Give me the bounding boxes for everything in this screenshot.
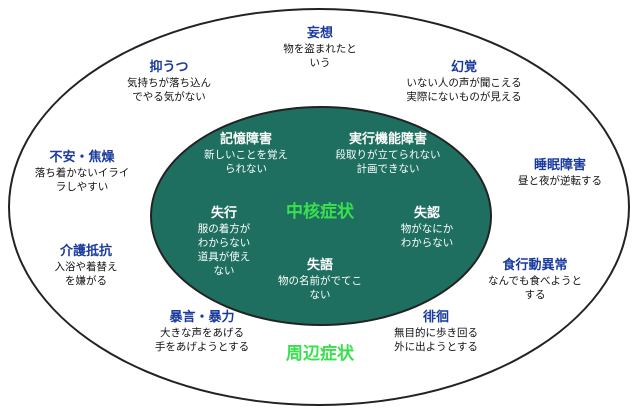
peripheral-symptom-desc: ラしやすい	[55, 181, 109, 193]
core-symptom-desc: 計画できない	[356, 163, 420, 175]
peripheral-symptom-depression: 抑うつ 気持ちが落ち込ん でやる気がない	[108, 60, 230, 104]
peripheral-symptom-desc: 大きな声をあげる	[160, 327, 244, 339]
core-symptom-desc: わからない	[400, 237, 454, 249]
core-symptom-title: 記憶障害	[219, 132, 272, 147]
peripheral-symptom-hallucination: 幻覚 いない人の声が聞こえる 実際にないものが見える	[388, 60, 540, 104]
peripheral-symptom-title: 妄想	[306, 26, 333, 41]
peripheral-symptom-wandering: 徘徊 無目的に歩き回る 外に出ようとする	[374, 310, 498, 354]
core-symptom-desc: られない	[225, 163, 267, 175]
core-symptoms-ellipse	[150, 106, 492, 326]
peripheral-symptom-title: 幻覚	[450, 60, 477, 75]
peripheral-symptom-desc: 外に出ようとする	[394, 341, 478, 353]
peripheral-symptom-desc: でやる気がない	[132, 91, 206, 103]
peripheral-symptom-desc: 無目的に歩き回る	[394, 327, 478, 339]
core-symptom-apraxia: 失行 服の着方が わからない 道具が使え ない	[182, 206, 266, 278]
peripheral-symptom-desc: 実際にないものが見える	[406, 91, 522, 103]
peripheral-symptom-title: 抑うつ	[149, 60, 189, 75]
core-symptom-desc: 物の名前がでてこ	[278, 275, 362, 287]
core-symptoms-label: 中核症状	[286, 202, 354, 222]
core-symptom-desc: 新しいことを覚え	[204, 149, 288, 161]
peripheral-symptom-anxiety: 不安・焦燥 落ち着かないイライ ラしやすい	[20, 150, 144, 194]
peripheral-symptom-title: 暴言・暴力	[169, 310, 235, 325]
peripheral-symptom-eating: 食行動異常 なんでも食べようと する	[470, 258, 600, 302]
core-symptom-title: 失行	[210, 206, 237, 221]
core-symptom-desc: 服の着方が	[197, 223, 251, 235]
peripheral-symptom-title: 食行動異常	[502, 258, 568, 273]
peripheral-symptom-abuse: 暴言・暴力 大きな声をあげる 手をあげようとする	[140, 310, 264, 354]
core-symptom-desc: わからない	[197, 237, 251, 249]
core-symptom-title: 実行機能障害	[348, 132, 427, 147]
core-symptom-aphasia: 失語 物の名前がでてこ ない	[258, 258, 382, 302]
core-symptom-desc: 道具が使え	[197, 251, 251, 263]
peripheral-symptom-title: 徘徊	[422, 310, 449, 325]
peripheral-symptom-desc: なんでも食べようと	[488, 275, 582, 287]
peripheral-symptom-desc: を嫌がる	[65, 275, 107, 287]
core-symptom-title: 失語	[306, 258, 333, 273]
peripheral-symptom-care-refusal: 介護抵抗 入浴や着替え を嫌がる	[36, 244, 136, 288]
peripheral-symptom-desc: 手をあげようとする	[154, 341, 250, 353]
peripheral-symptom-desc: 入浴や着替え	[54, 261, 118, 273]
peripheral-symptom-desc: 昼と夜が逆転する	[518, 175, 602, 187]
peripheral-symptom-title: 睡眠障害	[533, 158, 586, 173]
peripheral-symptom-desc: 落ち着かないイライ	[34, 167, 130, 179]
peripheral-symptom-desc: いない人の声が聞こえる	[406, 77, 522, 89]
peripheral-symptom-sleep: 睡眠障害 昼と夜が逆転する	[502, 158, 618, 188]
peripheral-symptom-desc: する	[524, 289, 546, 301]
core-symptom-desc: ない	[213, 265, 235, 277]
peripheral-symptom-desc: 物を盗まれたと	[283, 43, 357, 55]
peripheral-symptom-title: 不安・焦燥	[49, 150, 115, 165]
peripheral-symptom-desc: いう	[309, 57, 331, 69]
peripheral-symptoms-label: 周辺症状	[286, 344, 354, 364]
core-symptom-agnosia: 失認 物がなにか わからない	[384, 206, 470, 250]
peripheral-symptom-delusion: 妄想 物を盗まれたと いう	[262, 26, 378, 70]
peripheral-symptom-desc: 気持ちが落ち込ん	[127, 77, 211, 89]
core-symptom-executive: 実行機能障害 段取りが立てられない 計画できない	[320, 132, 456, 176]
core-symptom-title: 失認	[413, 206, 440, 221]
core-symptom-memory: 記憶障害 新しいことを覚え られない	[188, 132, 304, 176]
core-symptom-desc: ない	[309, 289, 331, 301]
core-symptom-desc: 段取りが立てられない	[335, 149, 441, 161]
core-symptom-desc: 物がなにか	[400, 223, 454, 235]
peripheral-symptom-title: 介護抵抗	[59, 244, 112, 259]
